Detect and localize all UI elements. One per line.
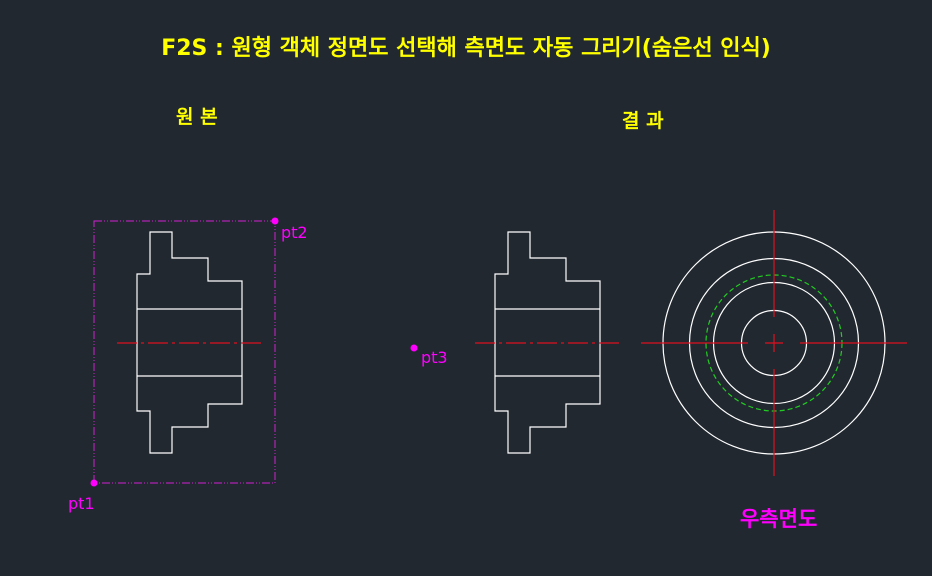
right-side-view xyxy=(641,210,907,476)
point-label-pt1: pt1 xyxy=(68,494,95,513)
point-label-pt3: pt3 xyxy=(421,348,448,367)
label-right-side-view: 우측면도 xyxy=(740,507,818,531)
front-view-outline xyxy=(136,231,243,454)
label-original: 원 본 xyxy=(176,106,218,128)
front-view-result xyxy=(475,231,621,454)
point-pt3[interactable] xyxy=(410,344,418,352)
drawing-title: F2S : 원형 객체 정면도 선택해 측면도 자동 그리기(숨은선 인식) xyxy=(161,36,771,61)
label-result: 결 과 xyxy=(622,110,664,132)
point-pt2[interactable] xyxy=(271,217,279,225)
front-view-original xyxy=(117,231,263,454)
point-label-pt2: pt2 xyxy=(281,223,308,242)
selection-window xyxy=(93,220,276,484)
front-view-outline xyxy=(494,231,601,454)
point-pt1[interactable] xyxy=(90,479,98,487)
